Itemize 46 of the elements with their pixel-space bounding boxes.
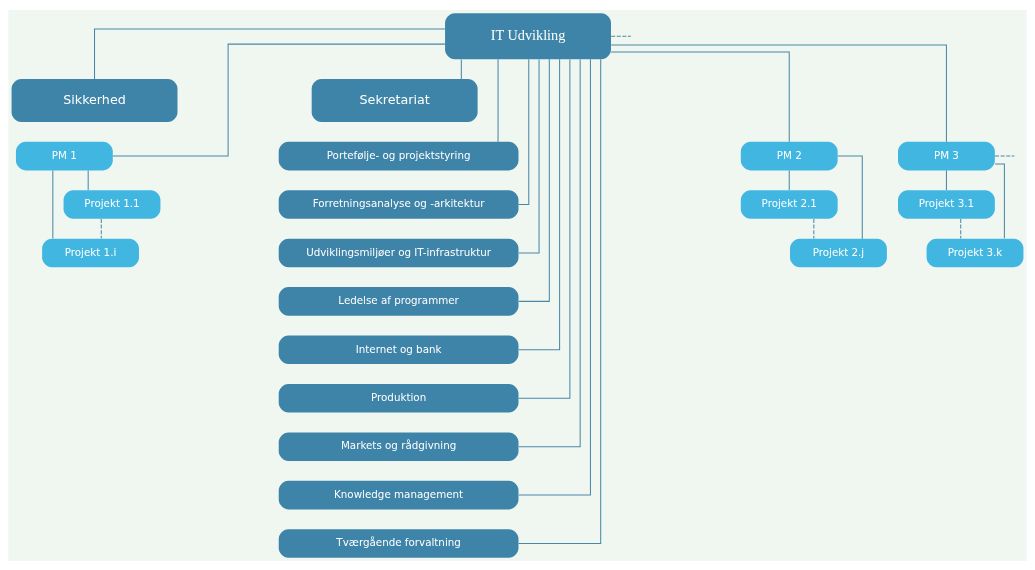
connector	[94, 28, 446, 80]
connector	[945, 169, 947, 190]
connector	[112, 43, 446, 157]
connector	[497, 58, 499, 142]
node-box: Tværgående forvaltning	[278, 528, 519, 558]
node-box: Projekt 3.1	[898, 189, 995, 219]
node-box: Projekt 1.1	[63, 189, 161, 219]
connector	[518, 58, 571, 399]
node-box: Ledelse af programmer	[278, 286, 519, 316]
connector	[518, 58, 602, 544]
connector	[87, 169, 89, 190]
node-box: Projekt 2.j	[790, 238, 887, 267]
connector	[837, 155, 863, 239]
connector	[100, 218, 102, 239]
connector	[994, 155, 1015, 157]
connector	[610, 35, 632, 37]
node-box: Udviklingsmiljøer og IT-infrastruktur	[278, 238, 519, 267]
connector	[813, 218, 815, 239]
node-box: Sekretariat	[311, 78, 478, 122]
node-box: Sikkerhed	[11, 78, 178, 122]
connector	[518, 58, 530, 205]
connector	[518, 58, 591, 496]
connector	[518, 58, 581, 447]
connector	[960, 218, 962, 239]
connector	[518, 58, 550, 302]
node-box: Produktion	[278, 383, 519, 413]
node-box: Markets og rådgivning	[278, 431, 519, 461]
connector	[994, 163, 1005, 239]
node-box: Projekt 2.1	[740, 189, 838, 219]
node-box: Knowledge management	[278, 480, 519, 509]
connector	[518, 58, 561, 350]
node-box: Internet og bank	[278, 335, 519, 364]
connector	[52, 169, 54, 239]
connector	[610, 43, 947, 142]
node-box: Forretningsanalyse og -arkitektur	[278, 189, 519, 219]
connector	[788, 169, 790, 190]
connector	[460, 58, 462, 80]
node-box: PM 1	[15, 141, 113, 170]
connector	[518, 58, 540, 253]
node-box: Portefølje- og projektstyring	[278, 141, 519, 170]
connector	[610, 51, 790, 142]
node-box: IT Udvikling	[445, 12, 611, 59]
node-box: PM 3	[898, 141, 995, 170]
node-box: Projekt 1.i	[42, 238, 139, 267]
node-box: PM 2	[740, 141, 838, 170]
node-box: Projekt 3.k	[926, 238, 1024, 267]
